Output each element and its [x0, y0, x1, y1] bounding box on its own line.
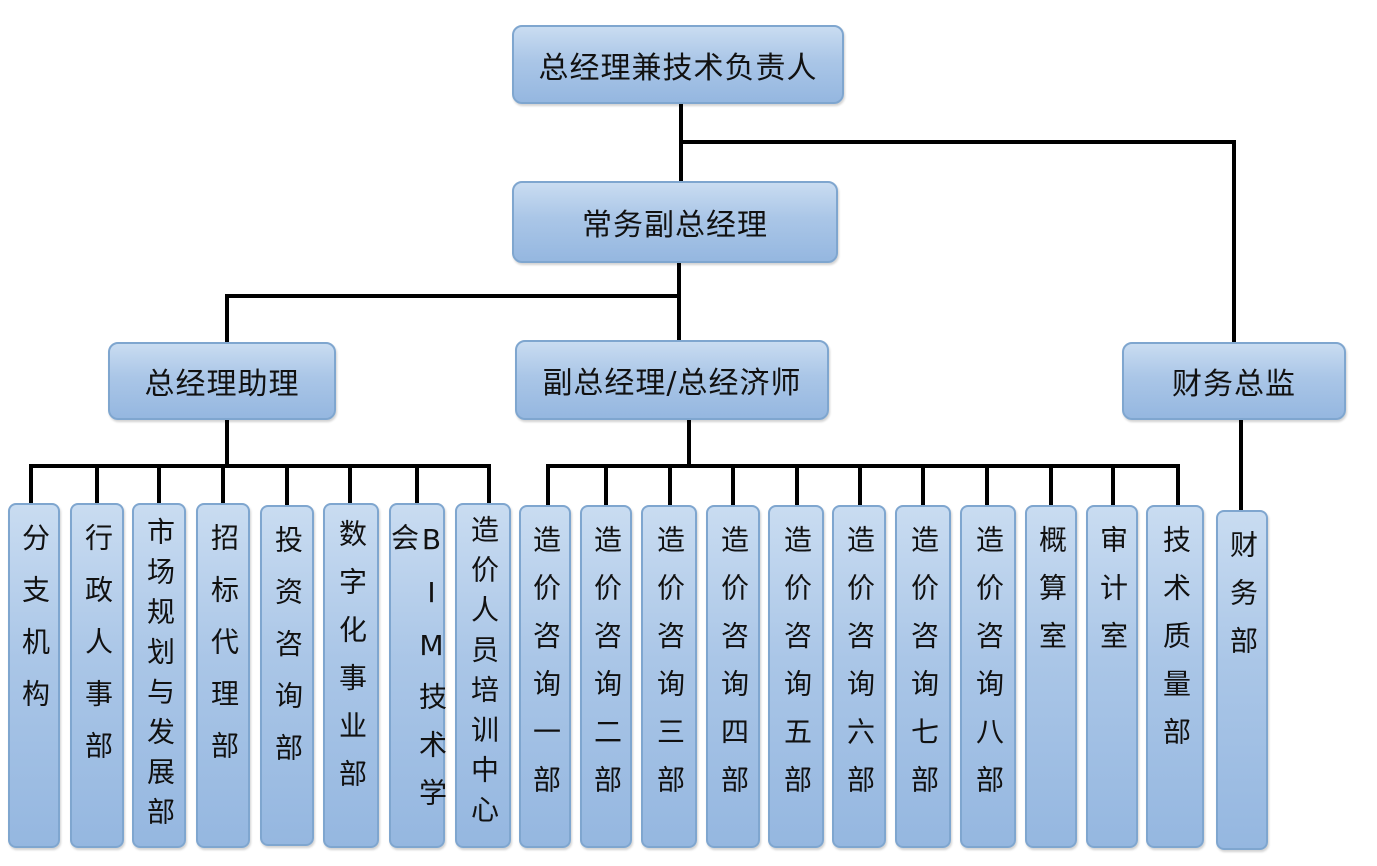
node-digital: 数字化事业部 [323, 503, 379, 848]
node-cost1: 造价咨询一部 [519, 505, 571, 848]
node-cost6: 造价咨询六部 [832, 505, 886, 848]
node-evp: 常务副总经理 [512, 181, 838, 263]
connector-assistant-drops [29, 464, 491, 505]
node-cost3: 造价咨询三部 [641, 505, 697, 848]
node-deputy: 副总经理/总经济师 [515, 340, 829, 420]
node-budget: 概算室 [1025, 505, 1077, 848]
node-bidding: 招标代理部 [196, 503, 250, 848]
node-cost7: 造价咨询七部 [895, 505, 951, 848]
node-finance: 财务部 [1216, 510, 1268, 850]
node-cost8: 造价咨询八部 [960, 505, 1016, 848]
node-quality: 技术质量部 [1146, 505, 1204, 848]
node-cost5: 造价咨询五部 [768, 505, 824, 848]
node-hr: 行政人事部 [70, 503, 124, 848]
node-cost4: 造价咨询四部 [706, 505, 760, 848]
node-cost2: 造价咨询二部 [580, 505, 632, 848]
node-market: 市场规划与发展部 [132, 503, 186, 848]
node-branch: 分支机构 [8, 503, 60, 848]
connector-evp-assistant [225, 294, 681, 344]
node-cfo: 财务总监 [1122, 342, 1346, 420]
connector-assistant-bus [29, 418, 491, 468]
node-gm: 总经理兼技术负责人 [512, 25, 844, 104]
node-audit: 审计室 [1086, 505, 1138, 848]
node-bim: BIM技术学会 [387, 503, 448, 848]
connector-deputy-bus [546, 418, 1180, 468]
connector-gm-cfo [679, 140, 1236, 344]
node-invest: 投资咨询部 [260, 505, 314, 846]
node-training: 造价人员培训中心 [455, 503, 511, 848]
connector-deputy-drops [546, 464, 1180, 507]
node-assistant: 总经理助理 [108, 342, 336, 420]
